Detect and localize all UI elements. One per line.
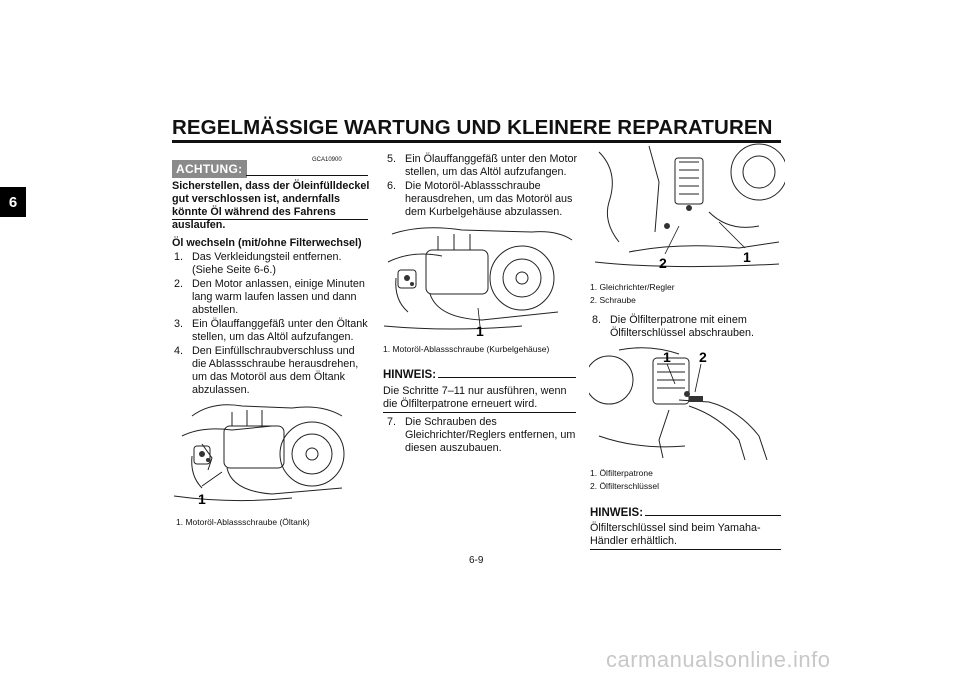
hinweis-heading: HINWEIS:: [590, 507, 781, 519]
figure-caption: 2. Schraube: [590, 295, 636, 305]
page-title: REGELMÄSSIGE WARTUNG UND KLEINERE REPARA…: [172, 116, 773, 139]
hinweis-rule: [590, 549, 781, 550]
page-number: 6-9: [469, 555, 484, 566]
figure-caption: 2. Ölfilterschlüssel: [590, 481, 659, 491]
steps-list-1: 1.Das Verkleidungsteil entfernen. (Siehe…: [172, 251, 372, 398]
hinweis-rule: [383, 412, 576, 413]
rectifier-regulator-illustration: 2 1: [594, 143, 785, 271]
steps-list-2: 5.Ein Ölauffanggefäß unter den Motor ste…: [385, 153, 581, 220]
warning-code: GCA10900: [312, 157, 342, 163]
warning-rule: [172, 219, 368, 220]
step-item: 1.Das Verkleidungsteil entfernen. (Siehe…: [174, 251, 342, 276]
achtung-label: ACHTUNG:: [172, 160, 248, 178]
hinweis-label: HINWEIS:: [383, 369, 437, 381]
oil-filter-illustration: 1 2: [589, 347, 768, 461]
section-heading: Öl wechseln (mit/ohne Filterwechsel): [172, 237, 362, 249]
hinweis-heading: HINWEIS:: [383, 369, 576, 381]
hinweis-text: Die Schritte 7–11 nur ausführen, wenn di…: [383, 385, 567, 410]
step-item: 4.Den Einfüllschraubverschluss und die A…: [174, 345, 359, 396]
figure-callout: 1: [476, 323, 484, 338]
hinweis-text: Ölfilterschlüssel sind beim Yamaha-Händl…: [590, 522, 761, 547]
step-item: 8.Die Ölfilterpatrone mit einem Ölfilter…: [592, 314, 755, 339]
figure-callout: 2: [659, 255, 667, 271]
figure-caption: 1. Motoröl-Ablassschraube (Kurbelgehäuse…: [383, 344, 550, 354]
figure-caption: 1. Ölfilterpatrone: [590, 468, 653, 478]
figure-caption: 1. Motoröl-Ablassschraube (Öltank): [176, 517, 310, 527]
step-item: 7.Die Schrauben des Gleichrichter/Regler…: [387, 416, 576, 454]
title-rule: [172, 140, 781, 143]
figure-callout: 2: [699, 349, 707, 365]
achtung-line: [246, 175, 368, 176]
warning-text: Sicherstellen, dass der Öleinfülldeckel …: [172, 180, 370, 231]
step-item: 3.Ein Ölauffanggefäß unter den Öltank st…: [174, 318, 368, 343]
steps-list-3: 7.Die Schrauben des Gleichrichter/Regler…: [385, 416, 581, 456]
figure-callout: 1: [663, 349, 671, 365]
hinweis-label: HINWEIS:: [590, 507, 644, 519]
step-item: 6.Die Motoröl-Ablassschraube herausdrehe…: [387, 180, 573, 218]
figure-caption: 1. Gleichrichter/Regler: [590, 282, 675, 292]
watermark: carmanualsonline.info: [606, 647, 831, 672]
figure-callout: 1: [198, 491, 206, 507]
step-item: 5.Ein Ölauffanggefäß unter den Motor ste…: [387, 153, 578, 178]
step-item: 2.Den Motor anlassen, einige Minuten lan…: [174, 278, 365, 316]
steps-list-4: 8.Die Ölfilterpatrone mit einem Ölfilter…: [590, 314, 782, 341]
engine-oiltank-illustration: 1: [173, 404, 345, 507]
figure-callout: 1: [743, 249, 751, 265]
engine-crankcase-illustration: 1: [383, 227, 573, 338]
chapter-tab: 6: [0, 187, 26, 217]
